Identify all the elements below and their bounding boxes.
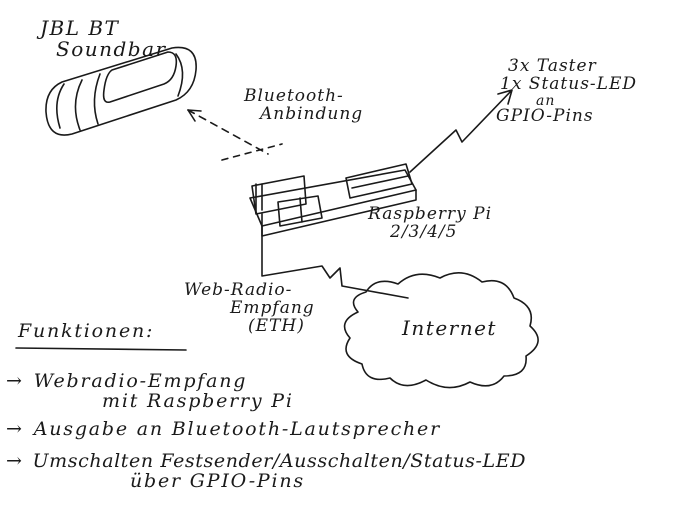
webradio-label: Web-Radio- Empfang (ETH) bbox=[184, 280, 315, 336]
internet-cloud bbox=[343, 272, 539, 389]
arrow-icon: → bbox=[6, 418, 24, 440]
gpio-label-line1: 3x Taster bbox=[508, 56, 597, 76]
internet-label-text: Internet bbox=[402, 316, 497, 340]
functions-underline bbox=[15, 347, 187, 351]
function-item-1-line1: Webradio-Empfang bbox=[33, 370, 248, 392]
function-item-1: → Webradio-Empfang mit Raspberry Pi bbox=[6, 370, 294, 412]
webradio-label-line2: Empfang bbox=[230, 297, 315, 318]
raspberry-pi-label-line2: 2/3/4/5 bbox=[390, 221, 458, 242]
function-item-3-line2: über GPIO-Pins bbox=[130, 469, 305, 492]
function-item-1-line2: mit Raspberry Pi bbox=[102, 389, 294, 412]
soundbar-label-line2: Soundbar bbox=[56, 37, 167, 61]
soundbar-label-line1: JBL BT bbox=[40, 16, 120, 40]
webradio-label-line3: (ETH) bbox=[248, 315, 305, 336]
function-item-2-line1: Ausgabe an Bluetooth-Lautsprecher bbox=[33, 418, 441, 440]
function-item-3: → Umschalten Festsender/Ausschalten/Statu… bbox=[6, 450, 527, 492]
bluetooth-link bbox=[187, 109, 283, 161]
functions-heading-text: Funktionen: bbox=[18, 320, 155, 342]
gpio-label: 3x Taster 1x Status-LED an GPIO-Pins bbox=[496, 56, 637, 127]
functions-heading: Funktionen: bbox=[18, 320, 155, 342]
gpio-label-line4: GPIO-Pins bbox=[496, 106, 594, 127]
internet-label: Internet bbox=[402, 318, 497, 339]
function-item-3-line1: Umschalten Festsender/Ausschalten/Status… bbox=[32, 450, 527, 472]
gpio-label-line3: an bbox=[536, 92, 556, 109]
bluetooth-label-line1: Bluetooth- bbox=[244, 86, 344, 106]
arrow-icon: → bbox=[6, 370, 24, 392]
raspberry-pi-label-line1: Raspberry Pi bbox=[368, 204, 493, 224]
function-item-2: → Ausgabe an Bluetooth-Lautsprecher bbox=[6, 418, 441, 440]
soundbar-drawing bbox=[45, 46, 197, 136]
bluetooth-label-line2: Anbindung bbox=[260, 103, 364, 124]
soundbar-label: JBL BT Soundbar bbox=[40, 18, 167, 60]
ethernet-link bbox=[261, 213, 409, 299]
raspberry-pi-label: Raspberry Pi 2/3/4/5 bbox=[368, 204, 493, 242]
webradio-label-line1: Web-Radio- bbox=[184, 280, 293, 300]
arrow-icon: → bbox=[6, 450, 23, 472]
gpio-label-line2: 1x Status-LED bbox=[500, 73, 637, 94]
bluetooth-label: Bluetooth- Anbindung bbox=[244, 86, 364, 124]
gpio-link bbox=[409, 89, 513, 173]
